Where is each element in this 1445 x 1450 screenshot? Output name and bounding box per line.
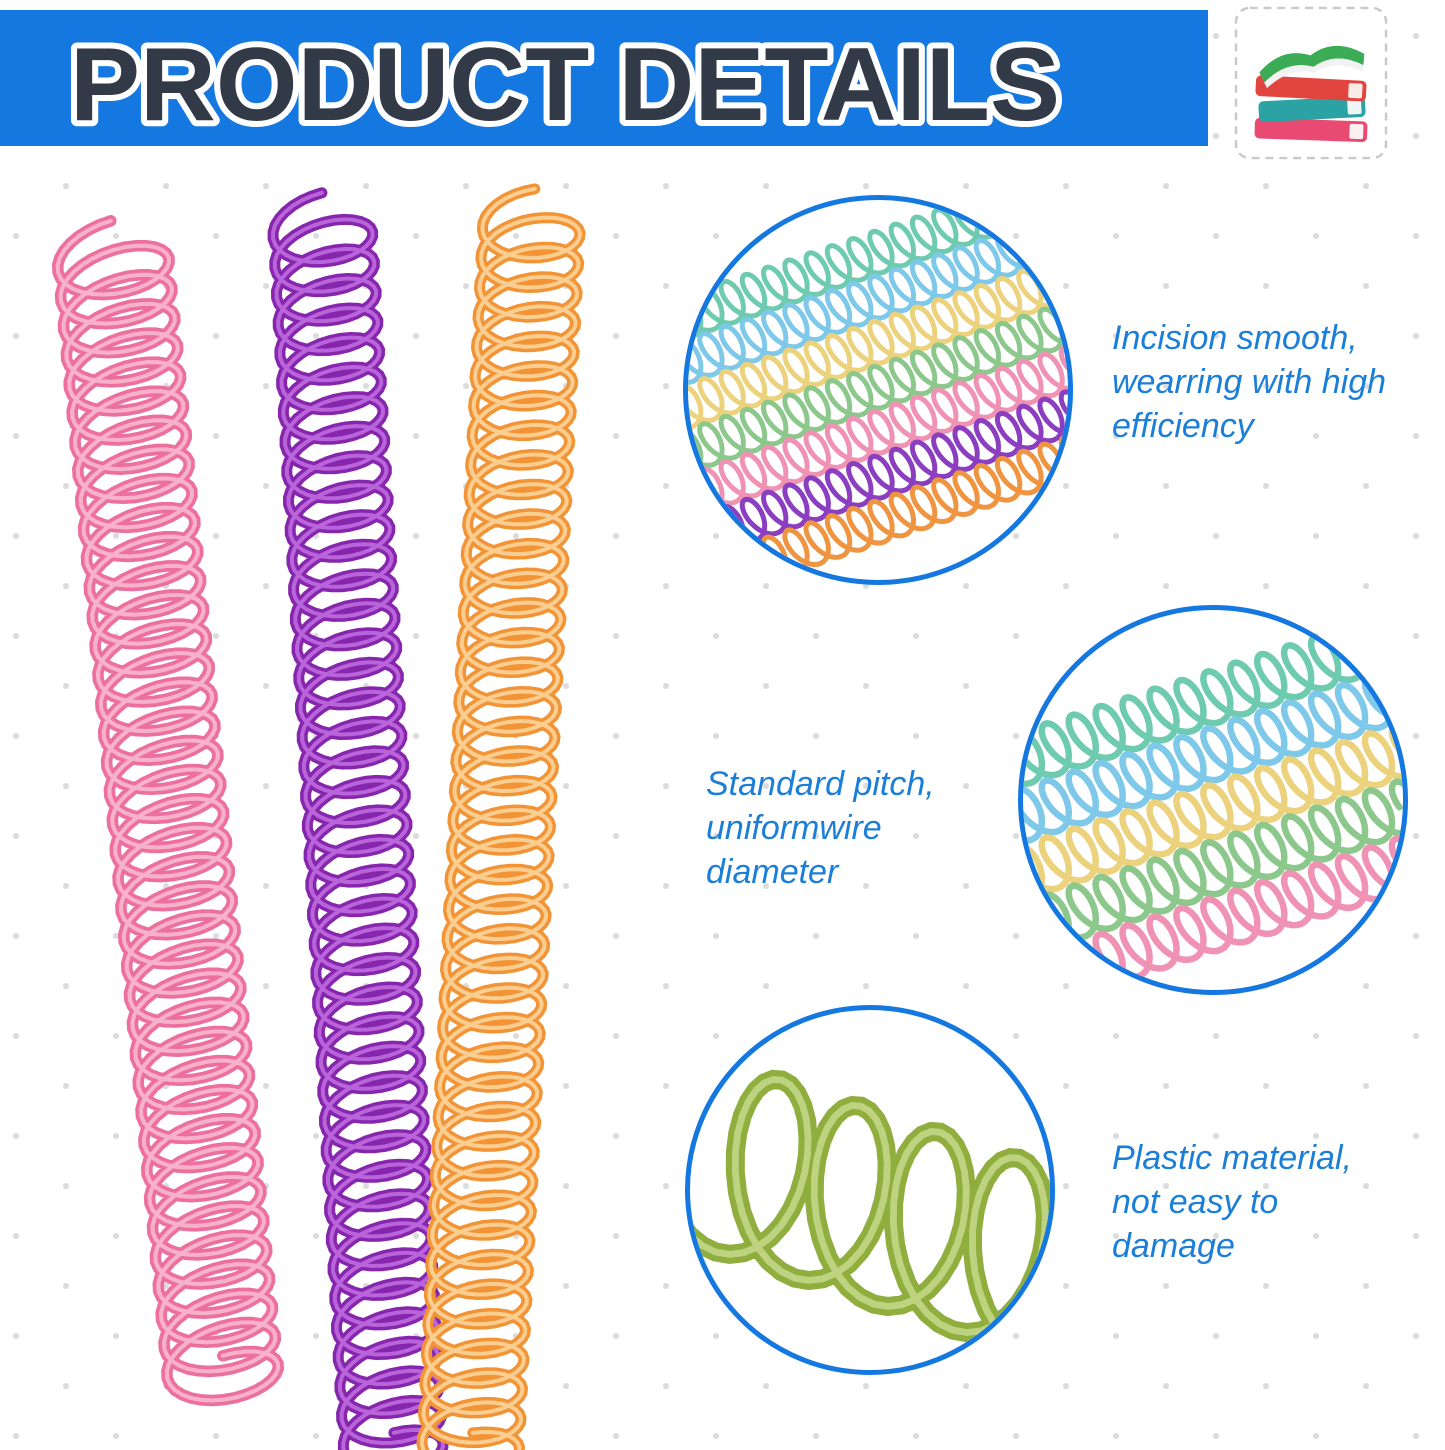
header-bar: PRODUCT DETAILS [0,10,1208,149]
detail-circle-pitch [1018,605,1408,995]
page-title-wrap: PRODUCT DETAILS [64,21,1066,149]
coil-closeup-pitch-image [1023,610,1403,990]
annotation-line: Standard pitch, [706,765,935,803]
annotation-line: not easy to [1112,1183,1279,1221]
books-stack-icon [1234,6,1388,160]
annotation-line: damage [1112,1227,1235,1265]
annotation-pitch: Standard pitch, uniformwire diameter [706,762,1016,894]
annotation-line: diameter [706,853,839,891]
annotation-line: Incision smooth, [1112,319,1358,357]
annotation-line: Plastic material, [1112,1139,1352,1177]
annotation-line: efficiency [1112,407,1254,445]
annotation-incision: Incision smooth, wearring with high effi… [1112,316,1445,448]
annotation-line: wearring with high [1112,363,1387,401]
books-illustration [1254,45,1368,143]
page-title: PRODUCT DETAILS [70,27,1060,143]
annotation-line: uniformwire [706,809,882,847]
annotation-material: Plastic material, not easy to damage [1112,1136,1445,1268]
detail-circle-material [685,1005,1055,1375]
coil-closeup-green-image [690,1069,1050,1349]
coil-closeup-multicolor-image [688,200,1068,580]
detail-circle-incision [683,195,1073,585]
